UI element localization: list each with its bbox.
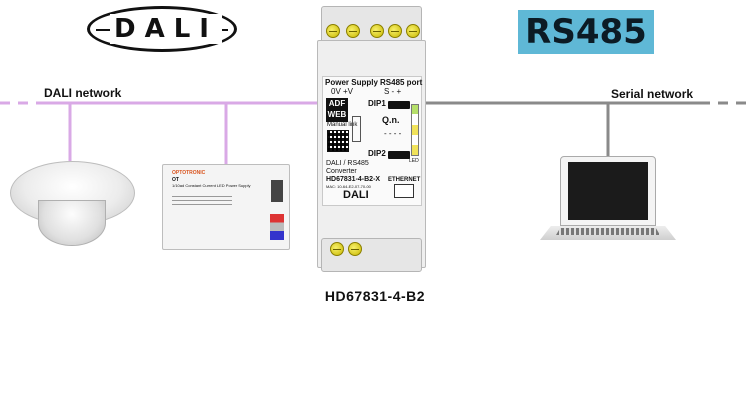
device-desc: DALI / RS485: [326, 160, 369, 167]
dip2-switch: [388, 151, 410, 159]
driver-connector: [271, 180, 283, 202]
terminal-screw: [370, 24, 384, 38]
device-model-label: HD67831-4-B2-X: [326, 176, 381, 183]
rs485-logo-text: RS485: [525, 12, 647, 52]
laptop-keyboard: [556, 228, 660, 235]
device-product-name: HD67831-4-B2: [324, 288, 426, 304]
driver-model: OT: [172, 177, 179, 183]
dip1-label: DIP1: [368, 99, 386, 108]
rs485-pins-label: S - +: [384, 87, 402, 96]
device-mac-label: MAC: 10-64-E2-07-70-00: [326, 184, 371, 189]
qn-dashes: - - - -: [384, 129, 402, 138]
rs485-port-label: RS485 port: [380, 78, 423, 87]
laptop-display: [568, 162, 648, 220]
qr-code: [327, 130, 349, 152]
dali-network-label: DALI network: [44, 86, 122, 100]
dip1-switch: [388, 101, 410, 109]
terminal-screw: [406, 24, 420, 38]
status-leds: [411, 104, 419, 156]
device-desc2: Converter: [326, 168, 357, 175]
terminal-screw: [330, 242, 344, 256]
adfweb-logo-text: ADF WEB: [327, 99, 347, 119]
driver-desc: 1/10ad Constant Current LED Power Supply: [172, 183, 251, 188]
power-supply-label: Power Supply: [325, 78, 378, 87]
adfweb-logo: ADF WEB: [326, 98, 348, 122]
driver-terminals: [270, 214, 284, 240]
driver-table-line: [172, 200, 232, 201]
qn-label: Q.n.: [382, 115, 400, 125]
rs485-logo: RS485: [518, 10, 654, 54]
power-pins-label: 0V +V: [331, 87, 354, 96]
ce-mark-area: [352, 116, 361, 142]
terminal-screw: [348, 242, 362, 256]
terminal-screw: [346, 24, 360, 38]
terminal-screw: [388, 24, 402, 38]
terminal-screw: [326, 24, 340, 38]
serial-network-label: Serial network: [611, 87, 694, 101]
ethernet-label: ETHERNET: [388, 177, 421, 183]
driver-table-line: [172, 204, 232, 205]
led-label: LED: [409, 158, 419, 164]
led-driver-image: [162, 164, 290, 250]
dip2-label: DIP2: [368, 149, 386, 158]
dali-logo: DALI: [87, 6, 237, 52]
ethernet-port: [394, 184, 414, 198]
driver-table-line: [172, 196, 232, 197]
dali-logo-text: DALI: [110, 14, 222, 44]
dali-bus-label: DALI: [343, 189, 369, 201]
driver-brand: OPTOTRONIC: [172, 170, 206, 176]
manual-link-label: Manual link: [327, 122, 358, 128]
sensor-dome: [38, 200, 106, 246]
